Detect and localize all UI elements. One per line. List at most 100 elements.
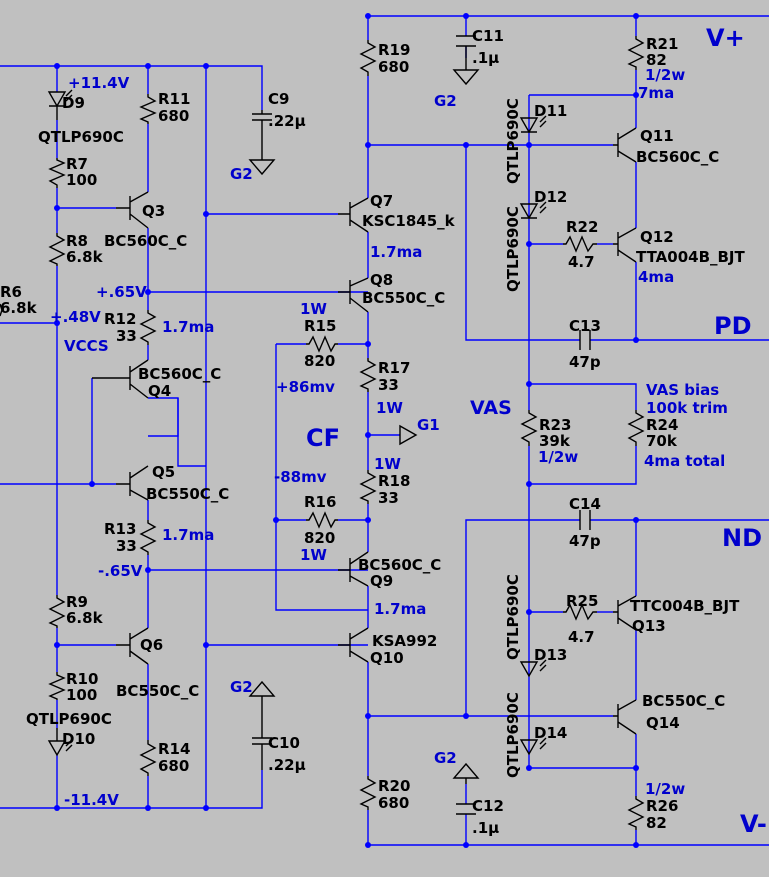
q8-bjt (338, 277, 369, 313)
r11-name: R11 (158, 90, 190, 108)
r16-name: R16 (304, 493, 336, 511)
r20-value: 680 (378, 794, 409, 812)
section-vccs: VCCS (64, 337, 109, 355)
r7-name: R7 (66, 155, 88, 173)
r22-value: 4.7 (568, 253, 595, 271)
r24-zigzag (627, 410, 645, 446)
r13-name: R13 (104, 520, 136, 538)
vas-note-1: VAS bias (646, 381, 719, 399)
c14-name: C14 (569, 495, 601, 513)
q12-part: TTA004B_BJT (636, 248, 746, 266)
c12-name: C12 (472, 797, 504, 815)
c14-value: 47p (569, 532, 601, 550)
r23-value: 39k (539, 432, 571, 450)
rail-vplus: V+ (706, 24, 745, 52)
r24-value: 70k (646, 432, 678, 450)
power-r16: 1W (300, 546, 327, 564)
r18-zigzag (359, 470, 377, 504)
r6-name: R6 (0, 283, 22, 301)
q11-part: BC560C_C (636, 148, 719, 166)
d11-name: D11 (534, 102, 567, 120)
ground-g2-c11: G2 (434, 92, 457, 110)
q6-name: Q6 (140, 636, 163, 654)
r9-value: 6.8k (66, 609, 104, 627)
c12-value: .1µ (472, 819, 499, 837)
labels: V+ V- PD ND CF VAS VCCS G1 G2 G2 G2 G2 +… (0, 24, 767, 838)
r22-zigzag (563, 235, 597, 253)
q12-name: Q12 (640, 228, 674, 246)
r9-name: R9 (66, 593, 88, 611)
r23-name: R23 (539, 416, 571, 434)
ground-g2-c12: G2 (434, 749, 457, 767)
r24-name: R24 (646, 416, 678, 434)
r9-zigzag (48, 595, 66, 628)
resistor-symbols (0, 36, 645, 830)
voltage-minus-0-65: -.65V (98, 562, 143, 580)
power-r23: 1/2w (538, 448, 578, 466)
voltage-plus-11-4: +11.4V (68, 74, 130, 92)
power-r18: 1W (374, 455, 401, 473)
r7-value: 100 (66, 171, 97, 189)
r13-value: 33 (116, 537, 137, 555)
r6-zigzag (0, 303, 3, 317)
q8-name: Q8 (370, 271, 393, 289)
power-r26: 1/2w (645, 780, 685, 798)
current-q12: 4ma (638, 268, 674, 286)
q7-name: Q7 (370, 192, 393, 210)
power-r17: 1W (376, 399, 403, 417)
voltage-plus-86mv: +86mv (276, 378, 335, 396)
q5-bjt (116, 465, 149, 501)
r7-zigzag (48, 158, 66, 188)
r10-name: R10 (66, 670, 98, 688)
q4-name: Q4 (148, 382, 171, 400)
capacitor-symbols (252, 35, 591, 815)
r21-name: R21 (646, 35, 678, 53)
d11-part: QTLP690C (504, 98, 522, 184)
d12-name: D12 (534, 188, 567, 206)
d14-name: D14 (534, 724, 567, 742)
rail-pd: PD (714, 312, 752, 340)
current-q9: 1.7ma (374, 600, 426, 618)
d10-part: QTLP690C (26, 710, 112, 728)
c10-value: .22µ (268, 756, 306, 774)
r15-name: R15 (304, 317, 336, 335)
ground-g1: G1 (417, 416, 440, 434)
c9-name: C9 (268, 90, 289, 108)
q7-bjt (338, 197, 369, 233)
current-q4: 1.7ma (162, 318, 214, 336)
q14-bjt (613, 699, 637, 735)
r22-name: R22 (566, 218, 598, 236)
q14-name: Q14 (646, 714, 680, 732)
d9-part: QTLP690C (38, 128, 124, 146)
d10-name: D10 (62, 730, 95, 748)
voltage-plus-0-65: +.65V (96, 283, 147, 301)
r18-value: 33 (378, 489, 399, 507)
r25-value: 4.7 (568, 628, 595, 646)
d10-led (47, 728, 73, 757)
ground-g2-c10: G2 (230, 678, 253, 696)
vas-note-3: 4ma total (644, 452, 725, 470)
q7-part: KSC1845_k (362, 212, 456, 230)
r21-zigzag (627, 36, 645, 70)
ground-g2-c9: G2 (230, 165, 253, 183)
q6-bjt (116, 627, 149, 665)
q13-bjt (613, 595, 637, 631)
r25-zigzag (563, 603, 597, 621)
q5-part: BC550C_C (146, 485, 229, 503)
r18-name: R18 (378, 472, 410, 490)
q9-name: Q9 (370, 572, 393, 590)
r12-zigzag (139, 310, 157, 345)
r8-name: R8 (66, 232, 88, 250)
r12-name: R12 (104, 310, 136, 328)
d13-led (519, 659, 547, 678)
q4-bjt (92, 359, 149, 399)
diode-symbols (47, 89, 547, 757)
r20-name: R20 (378, 777, 410, 795)
q11-bjt (613, 127, 637, 163)
r26-value: 82 (646, 814, 667, 832)
d13-name: D13 (534, 646, 567, 664)
q9-part: BC560C_C (358, 556, 441, 574)
r14-value: 680 (158, 757, 189, 775)
d9-led (47, 89, 73, 120)
